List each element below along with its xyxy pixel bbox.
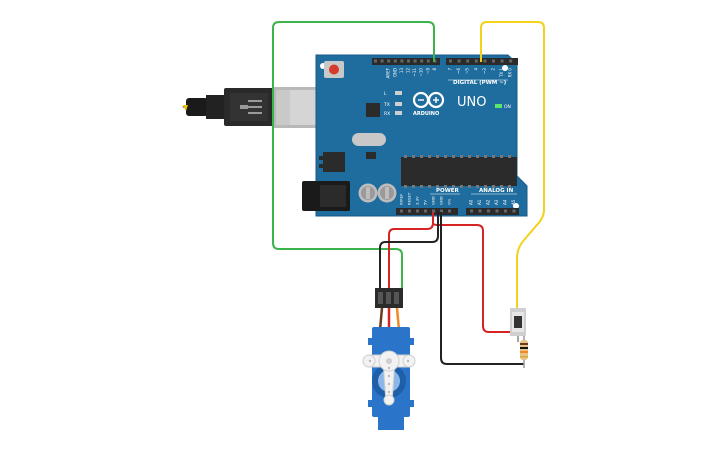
pin-hole[interactable]	[380, 59, 384, 63]
digital-pin-label: RX 0	[508, 68, 513, 78]
pin-hole[interactable]	[413, 59, 417, 63]
mount-hole	[513, 203, 519, 209]
voltage-regulator	[319, 152, 345, 172]
pin-hole[interactable]	[512, 209, 516, 213]
pin-hole[interactable]	[483, 59, 487, 63]
pin-hole[interactable]	[400, 59, 404, 63]
small-chip	[366, 152, 376, 159]
pin-hole[interactable]	[420, 59, 424, 63]
led-label-tx: TX	[383, 102, 390, 108]
pin-hole[interactable]	[466, 59, 470, 63]
power-pin-label: Vin	[447, 198, 452, 205]
power-led: ON	[495, 104, 511, 110]
pin-hole[interactable]	[474, 59, 478, 63]
pin-hole[interactable]	[449, 59, 452, 63]
power-pin-label: GND	[439, 196, 444, 205]
pin-hole[interactable]	[393, 59, 397, 63]
pin-hole[interactable]	[407, 59, 410, 63]
power-pin-label: IOREF	[399, 194, 404, 205]
analog-pin-label: A1	[477, 199, 482, 205]
pin-hole[interactable]	[504, 209, 507, 213]
resistor[interactable]	[520, 336, 528, 368]
servo-motor[interactable]	[362, 288, 416, 430]
analog-pin-label: A3	[494, 199, 499, 205]
digital-pin-label: ~10	[419, 68, 424, 77]
pin-hole[interactable]	[424, 209, 427, 213]
digital-pin-label: 7	[448, 68, 453, 71]
digital-pin-label: ~9	[425, 68, 430, 74]
pin-hole[interactable]	[440, 209, 443, 213]
wire-red-servo[interactable]	[388, 212, 434, 294]
usb-chip	[366, 103, 380, 117]
digital-pin-label: AREF	[386, 67, 391, 78]
digital-pin-label: TX 1	[499, 68, 504, 78]
arduino-logo: ARDUINO	[412, 91, 445, 117]
brand-label: ARDUINO	[413, 111, 439, 117]
capacitor	[358, 183, 378, 203]
wire-yellow[interactable]	[480, 21, 545, 312]
pin-hole[interactable]	[487, 209, 490, 213]
digital-pin-label: 4	[473, 68, 478, 71]
pin-hole[interactable]	[492, 59, 495, 63]
digital-pin-label: ~11	[412, 68, 417, 77]
power-pin-label: RESET	[407, 192, 412, 205]
pin-hole[interactable]	[448, 209, 451, 213]
atmega-chip	[401, 155, 517, 188]
pin-hole[interactable]	[457, 59, 461, 63]
pin-hole[interactable]	[400, 209, 403, 213]
digital-pin-label: GND	[392, 68, 397, 77]
pin-hole[interactable]	[374, 59, 377, 63]
digital-pin-label: 2	[491, 68, 496, 71]
wire-black-servo[interactable]	[379, 212, 439, 294]
pin-hole[interactable]	[408, 209, 411, 213]
digital-pin-label: 13	[399, 68, 404, 74]
power-header-label: POWER	[436, 188, 460, 194]
digital-pin-label: ~3	[482, 68, 487, 74]
pin-hole[interactable]	[500, 59, 504, 63]
wire-green[interactable]	[272, 21, 435, 294]
digital-pin-label: 8	[432, 68, 437, 71]
digital-pin-label: 12	[406, 68, 411, 74]
analog-header[interactable]	[466, 208, 519, 215]
wire-black-resistor[interactable]	[440, 212, 524, 365]
dc-power-jack	[302, 181, 350, 211]
led-label-l: L	[384, 91, 387, 97]
pin-hole[interactable]	[478, 209, 482, 213]
digital-header-label: DIGITAL (PWM ~)	[453, 80, 507, 86]
digital-pin-label: ~6	[456, 68, 461, 74]
wire-red-button[interactable]	[432, 222, 511, 333]
pushbutton[interactable]	[510, 308, 526, 342]
analog-header-label: ANALOG IN	[479, 188, 514, 194]
pin-hole[interactable]	[470, 209, 473, 213]
power-pin-label: GND	[431, 196, 436, 205]
pin-hole[interactable]	[509, 59, 513, 63]
led-label-rx: RX	[384, 111, 390, 117]
pin-hole[interactable]	[432, 209, 435, 213]
on-label: ON	[504, 104, 511, 110]
analog-pin-label: A2	[486, 199, 491, 205]
model-label: UNO	[457, 95, 486, 110]
reset-button[interactable]	[324, 61, 344, 78]
crystal	[352, 133, 386, 146]
power-pin-label: 3.3V	[415, 196, 420, 205]
pin-hole[interactable]	[387, 59, 391, 63]
wires	[272, 21, 545, 365]
pin-hole[interactable]	[495, 209, 499, 213]
analog-pin-label: A5	[511, 199, 516, 205]
power-pin-label: 5V	[423, 200, 428, 205]
pin-hole[interactable]	[416, 209, 419, 213]
capacitor	[377, 183, 397, 203]
analog-pin-label: A0	[469, 199, 474, 205]
analog-pin-label: A4	[503, 199, 508, 205]
pin-hole[interactable]	[426, 59, 430, 63]
digital-pin-label: ~5	[465, 68, 470, 74]
status-leds: L TX RX	[383, 91, 402, 117]
mount-hole	[502, 65, 508, 71]
